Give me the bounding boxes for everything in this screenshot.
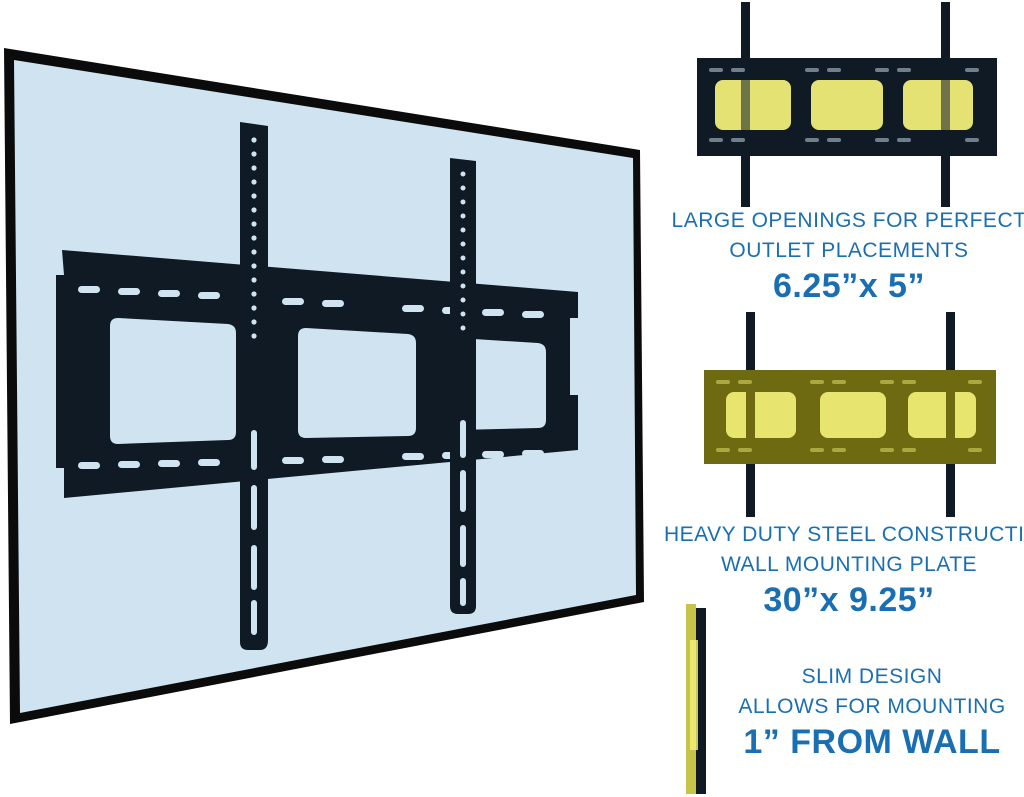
wall-plate-caption-line2: WALL MOUNTING PLATE bbox=[720, 553, 978, 576]
openings-highlight-diagram bbox=[697, 2, 997, 207]
left-mounting-arm bbox=[240, 122, 268, 650]
wall-plate-dimension: 30”x 9.25” bbox=[763, 581, 935, 619]
feature-wall-plate: HEAVY DUTY STEEL CONSTRUCTION WALL MOUNT… bbox=[664, 520, 1024, 620]
wall-plate bbox=[56, 250, 578, 498]
slim-profile-diagram bbox=[686, 604, 706, 794]
openings-caption-line2: OUTLET PLACEMENTS bbox=[729, 239, 969, 262]
wall-plate-caption-line1: HEAVY DUTY STEEL CONSTRUCTION bbox=[664, 523, 1024, 546]
openings-caption-line1: LARGE OPENINGS FOR PERFECT bbox=[671, 209, 1024, 232]
feature-slim-design: SLIM DESIGN ALLOWS FOR MOUNTING 1” FROM … bbox=[724, 662, 1020, 762]
slim-dimension: 1” FROM WALL bbox=[743, 723, 1001, 761]
slim-caption-line1: SLIM DESIGN bbox=[801, 665, 943, 688]
openings-dimension: 6.25”x 5” bbox=[773, 267, 925, 305]
wall-plate-highlight-diagram bbox=[704, 312, 996, 517]
slim-caption-line2: ALLOWS FOR MOUNTING bbox=[738, 695, 1006, 718]
tv-mount-illustration bbox=[4, 48, 644, 724]
right-mounting-arm bbox=[450, 158, 476, 614]
feature-openings: LARGE OPENINGS FOR PERFECT OUTLET PLACEM… bbox=[668, 206, 1024, 306]
